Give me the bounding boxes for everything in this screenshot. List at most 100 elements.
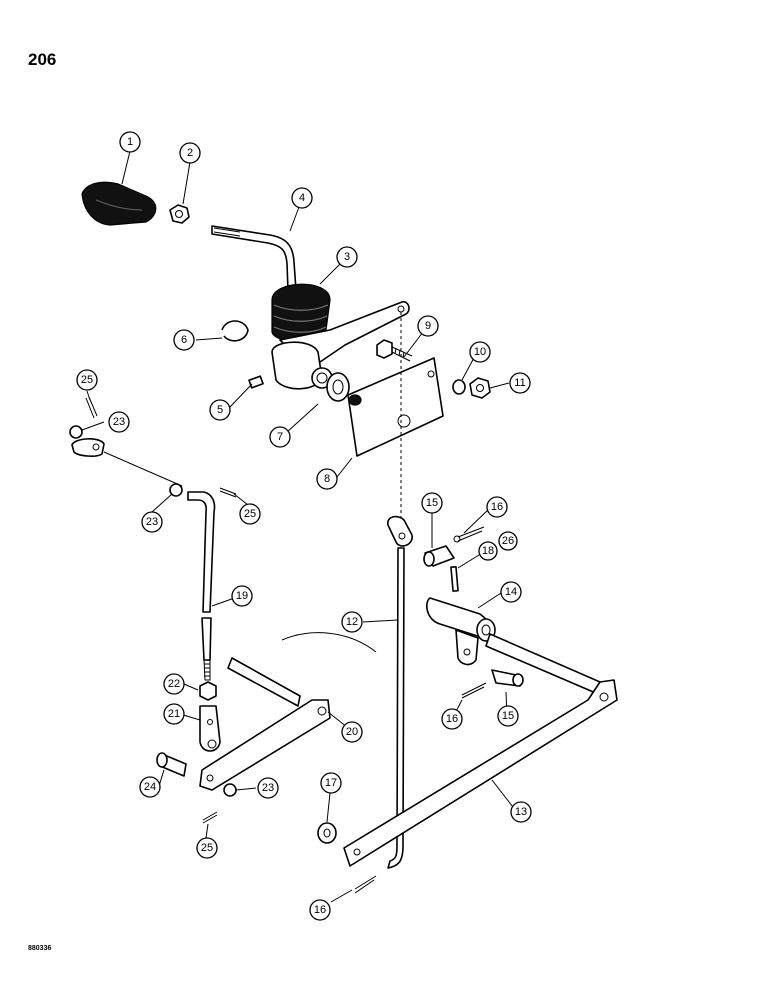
callout-label: 14 (505, 586, 517, 598)
callout-label: 25 (244, 508, 256, 520)
setscrew (248, 375, 264, 389)
hex-nut-upper (169, 204, 190, 224)
callout-label: 9 (425, 320, 431, 332)
callout-label: 26 (502, 535, 514, 547)
washer-23-mid (169, 483, 183, 497)
callout-24: 24 (139, 776, 161, 798)
callout-label: 13 (515, 806, 527, 818)
jam-nut-22 (199, 681, 217, 701)
callout-23-mid: 23 (141, 511, 163, 533)
callout-16-lower: 16 (309, 899, 331, 921)
callout-17: 17 (320, 772, 342, 794)
shift-rod-19 (187, 491, 216, 681)
callout-4: 4 (291, 187, 313, 209)
callout-22: 22 (163, 673, 185, 695)
washer-7 (326, 372, 350, 402)
callout-label: 3 (344, 251, 350, 263)
callout-label: 23 (262, 782, 274, 794)
callout-label: 22 (168, 678, 180, 690)
pivot-pin-15-upper (423, 545, 455, 567)
callout-14: 14 (500, 581, 522, 603)
callout-label: 4 (299, 192, 305, 204)
callout-label: 12 (346, 616, 358, 628)
callout-label: 10 (474, 346, 486, 358)
callout-21: 21 (163, 703, 185, 725)
callout-11: 11 (509, 372, 531, 394)
callout-20: 20 (341, 721, 363, 743)
callout-label: 6 (181, 334, 187, 346)
washer-23-upper (69, 425, 83, 439)
callout-label: 23 (146, 516, 158, 528)
callout-label: 1 (127, 136, 133, 148)
callout-6: 6 (173, 329, 195, 351)
callout-19: 19 (231, 585, 253, 607)
callout-3: 3 (336, 246, 358, 268)
callout-5: 5 (209, 399, 231, 421)
callout-18: 18 (478, 541, 498, 561)
callout-label: 24 (144, 781, 156, 793)
cotter-pin-16-lower (354, 875, 377, 894)
motion-arrow (281, 632, 377, 653)
callout-label: 18 (482, 545, 494, 557)
bell-crank-20 (199, 657, 331, 791)
callout-26: 26 (498, 531, 518, 551)
callout-15-lower: 15 (497, 705, 519, 727)
callout-label: 19 (236, 590, 248, 602)
lockwasher-10 (452, 379, 466, 395)
callout-label: 15 (502, 710, 514, 722)
callout-16-middle: 16 (441, 708, 463, 730)
shift-lever-rod (211, 225, 297, 291)
callout-label: 25 (201, 842, 213, 854)
nut-11 (469, 377, 491, 399)
callout-15-upper: 15 (421, 492, 443, 514)
callout-7: 7 (269, 426, 291, 448)
callout-25-lower: 25 (196, 837, 218, 859)
callout-12: 12 (341, 611, 363, 633)
page-number: 206 (28, 50, 57, 69)
callout-label: 16 (446, 713, 458, 725)
link-rod-12 (387, 515, 413, 869)
callout-label: 25 (81, 374, 93, 386)
callout-23-lower: 23 (257, 777, 279, 799)
bolt-9 (376, 339, 413, 362)
callout-16-upper: 16 (486, 496, 508, 518)
clevis-pin-24 (156, 752, 187, 777)
callout-2: 2 (179, 142, 201, 164)
callout-label: 2 (187, 147, 193, 159)
rod-end-upper (71, 438, 105, 457)
bell-crank-tube (426, 597, 496, 666)
lever-base-arm (271, 300, 410, 390)
callout-label: 20 (346, 726, 358, 738)
cotter-pin-25-mid (219, 487, 237, 498)
callout-label: 5 (217, 404, 223, 416)
cotter-pin-25-lower (202, 811, 218, 824)
cotter-pin-16-upper (453, 526, 485, 543)
cotter-pin-16-middle (461, 682, 487, 699)
callout-label: 21 (168, 708, 180, 720)
washer-23-lower (223, 783, 237, 797)
mounting-plate (347, 357, 444, 457)
clevis-21 (199, 705, 221, 752)
callout-23-upper: 23 (108, 411, 130, 433)
e-clip (221, 320, 249, 342)
callout-label: 23 (113, 416, 125, 428)
cotter-pin-25-upper (85, 396, 98, 419)
cross-shaft-13 (343, 633, 618, 867)
callout-label: 16 (314, 904, 326, 916)
callout-13: 13 (510, 801, 532, 823)
callout-label: 15 (426, 497, 438, 509)
callout-25-mid: 25 (239, 503, 261, 525)
roll-pin-18 (450, 565, 459, 592)
callout-label: 8 (324, 473, 330, 485)
callout-label: 7 (277, 431, 283, 443)
callout-1: 1 (119, 131, 141, 153)
callout-label: 17 (325, 777, 337, 789)
callout-8: 8 (316, 468, 338, 490)
callout-label: 16 (491, 501, 503, 513)
callout-9: 9 (417, 315, 439, 337)
figure-code: 880336 (28, 945, 52, 952)
washer-17 (317, 822, 337, 844)
callout-label: 11 (514, 377, 525, 389)
pivot-pin-15-lower (491, 669, 524, 687)
